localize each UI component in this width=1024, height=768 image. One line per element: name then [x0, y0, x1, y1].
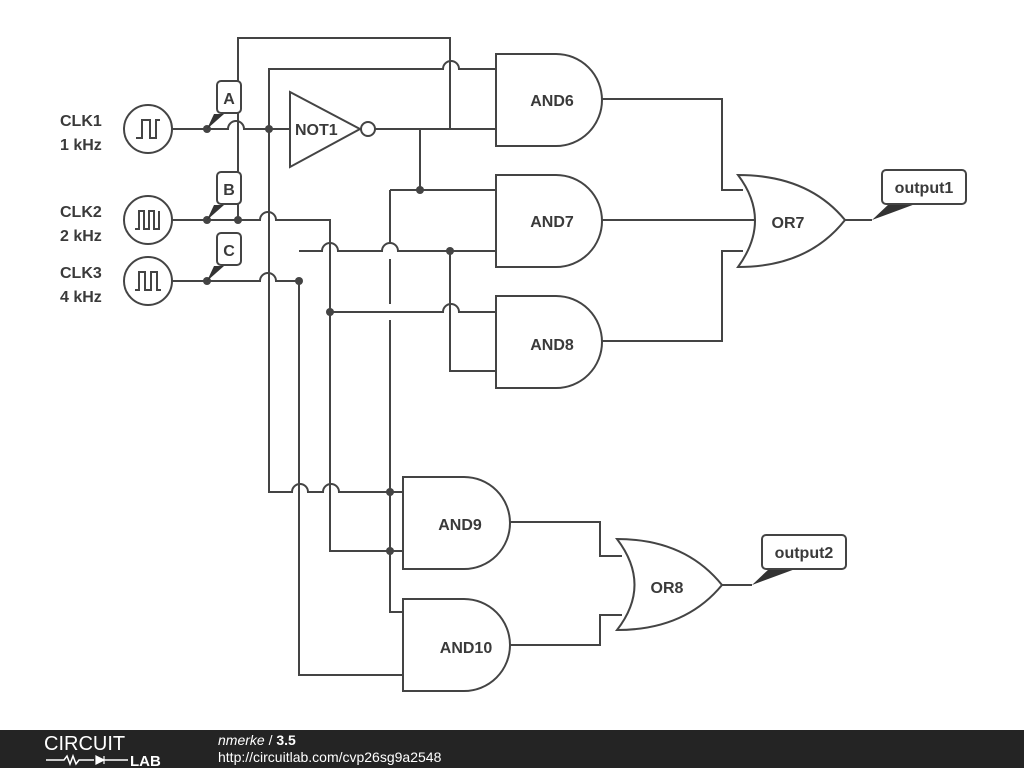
source-name: CLK1	[60, 113, 102, 130]
clock-source-clk2[interactable]: CLK2 2 kHz	[60, 195, 173, 245]
source-frequency: 2 kHz	[60, 228, 102, 245]
node-label-b[interactable]: B	[207, 171, 242, 220]
resistor-icon	[46, 753, 94, 766]
source-name: CLK2	[60, 204, 102, 221]
output-label-output1[interactable]: output1	[872, 169, 967, 220]
clock-source-clk3[interactable]: CLK3 4 kHz	[60, 256, 173, 306]
or-gate-or8[interactable]: OR8	[614, 537, 724, 632]
svg-text:OR8: OR8	[651, 580, 684, 597]
node-label-c[interactable]: C	[207, 232, 242, 281]
circuit-schematic: CLK1 1 kHz CLK2 2 kHz CLK3 4 kHz A B C N…	[60, 37, 967, 692]
circuit-url[interactable]: http://circuitlab.com/cvp26sg9a2548	[218, 749, 442, 765]
and-gate-and10[interactable]: AND10	[402, 598, 511, 692]
not-gate-not1[interactable]: NOT1	[289, 90, 376, 169]
svg-text:output1: output1	[895, 180, 954, 197]
square-wave-icon	[135, 271, 161, 291]
svg-text:AND9: AND9	[438, 517, 482, 534]
circuitlab-logo[interactable]: CIRCUIT LAB	[44, 732, 174, 766]
svg-text:OR7: OR7	[772, 215, 805, 232]
clock-source-clk1[interactable]: CLK1 1 kHz	[60, 104, 173, 154]
svg-text:AND7: AND7	[530, 214, 574, 231]
and-gate-and6[interactable]: AND6	[495, 53, 603, 147]
node-label-a[interactable]: A	[207, 80, 242, 129]
svg-text:output2: output2	[775, 545, 834, 562]
output-label-output2[interactable]: output2	[752, 534, 847, 585]
source-frequency: 4 kHz	[60, 289, 102, 306]
source-name: CLK3	[60, 265, 102, 282]
svg-text:AND6: AND6	[530, 93, 574, 110]
svg-text:LAB: LAB	[130, 753, 161, 766]
square-wave-icon	[136, 119, 160, 139]
separator: /	[264, 732, 277, 748]
diode-icon	[95, 755, 106, 765]
svg-text:AND8: AND8	[530, 337, 574, 354]
svg-text:AND10: AND10	[440, 640, 493, 657]
svg-text:NOT1: NOT1	[295, 122, 338, 139]
svg-text:B: B	[223, 182, 235, 199]
svg-text:A: A	[223, 91, 235, 108]
svg-text:C: C	[223, 243, 235, 260]
and-gate-and8[interactable]: AND8	[495, 295, 603, 389]
footer-bar: CIRCUIT LAB nmerke / 3.5 http://circuitl…	[0, 730, 1024, 768]
square-wave-icon	[135, 210, 160, 230]
wires	[172, 37, 872, 676]
or-gate-or7[interactable]: OR7	[735, 173, 847, 269]
author-name[interactable]: nmerke	[218, 732, 265, 748]
version: 3.5	[276, 732, 296, 748]
and-gate-and9[interactable]: AND9	[402, 476, 511, 570]
source-frequency: 1 kHz	[60, 137, 102, 154]
and-gate-and7[interactable]: AND7	[495, 174, 603, 268]
author-version: nmerke / 3.5	[218, 732, 296, 748]
svg-text:CIRCUIT: CIRCUIT	[44, 733, 125, 755]
